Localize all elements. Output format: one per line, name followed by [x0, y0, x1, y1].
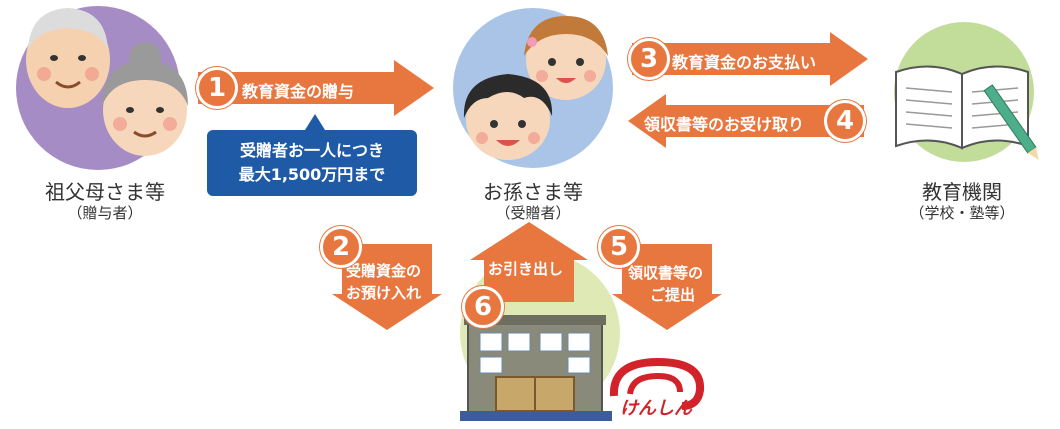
- step-4-arrow: 領収書等のお受け取り 4: [628, 94, 866, 148]
- institution-role: （学校・塾等）: [909, 204, 1015, 222]
- step-1-label: 教育資金の贈与: [242, 82, 355, 101]
- step-2-label-line1: 受贈資金の: [346, 262, 422, 280]
- step-5-label-line2: ご提出: [650, 286, 696, 304]
- step-4-number: 4: [824, 100, 866, 142]
- callout-line-1: 受贈者お一人につき: [239, 141, 384, 160]
- step-2-number: 2: [320, 226, 362, 268]
- gift-limit-callout: 受贈者お一人につき 最大1,500万円まで: [207, 114, 417, 196]
- step-6-label: お引き出し: [488, 260, 564, 278]
- step-3-arrow: 3 教育資金のお支払い: [628, 32, 868, 86]
- grandparents-role: （贈与者）: [67, 204, 143, 222]
- kenshin-logo: けんしん: [606, 356, 710, 419]
- grandparents-name: 祖父母さま等: [45, 180, 165, 204]
- grandparents-group: 祖父母さま等 （贈与者）: [10, 0, 200, 230]
- callout-line-2: 最大1,500万円まで: [238, 165, 386, 184]
- step-1-number: 1: [196, 67, 238, 109]
- step-3-number: 3: [628, 38, 670, 80]
- step-6-arrow: お引き出し: [470, 222, 588, 302]
- step-5-label-line1: 領収書等の: [628, 264, 704, 282]
- step-2-label-line2: お預け入れ: [346, 284, 422, 302]
- institution-name: 教育機関: [922, 180, 1002, 204]
- grandparents-illustration: [16, 6, 188, 170]
- grandchildren-role: （受贈者）: [495, 204, 571, 222]
- step-2-arrow: 受贈資金の お預け入れ: [332, 244, 442, 330]
- grandchildren-illustration: [453, 8, 613, 168]
- step-6-number: 6: [462, 286, 504, 328]
- step-5-arrow: 領収書等の ご提出: [612, 244, 722, 330]
- kenshin-logo-text: けんしん: [620, 398, 692, 419]
- step-4-label: 領収書等のお受け取り: [644, 115, 805, 134]
- step-1-arrow: 1 教育資金の贈与: [196, 60, 434, 116]
- grandchildren-group: お孫さま等 （受贈者）: [438, 0, 628, 230]
- step-5-number: 5: [598, 226, 640, 268]
- step-3-label: 教育資金のお支払い: [672, 53, 817, 72]
- book-illustration: [894, 22, 1039, 162]
- institution-group: 教育機関 （学校・塾等）: [872, 0, 1052, 230]
- grandchildren-name: お孫さま等: [483, 180, 583, 204]
